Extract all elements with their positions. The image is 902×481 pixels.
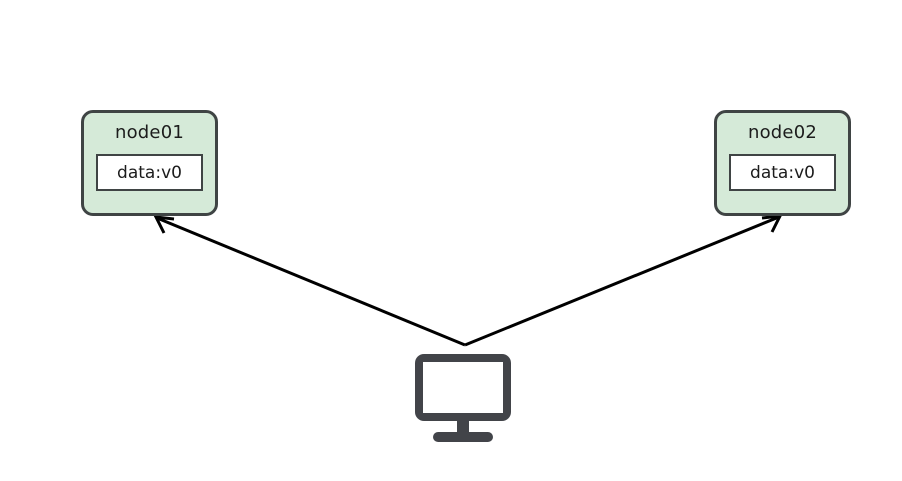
monitor-base	[433, 432, 493, 442]
edge-client-to-node02-arrowhead	[761, 214, 783, 233]
node-box-node01[interactable]: node01 data:v0	[81, 110, 218, 216]
node-data-value-node02: data:v0	[750, 162, 815, 183]
monitor-screen-glass	[423, 362, 503, 413]
edge-client-to-node02	[464, 214, 783, 347]
node-title-node01: node01	[114, 122, 185, 143]
node-box-node02[interactable]: node02 data:v0	[714, 110, 851, 216]
node-data-box-node02: data:v0	[729, 154, 836, 191]
node-data-value-node01: data:v0	[117, 162, 182, 183]
node-data-box-node01: data:v0	[96, 154, 203, 191]
node-title-node02: node02	[747, 122, 818, 143]
monitor-icon[interactable]	[413, 352, 517, 442]
edge-client-to-node01	[153, 215, 466, 347]
edge-client-to-node02-line	[464, 215, 780, 347]
edge-client-to-node01-arrowhead	[153, 215, 175, 234]
edge-client-to-node01-line	[156, 216, 466, 347]
